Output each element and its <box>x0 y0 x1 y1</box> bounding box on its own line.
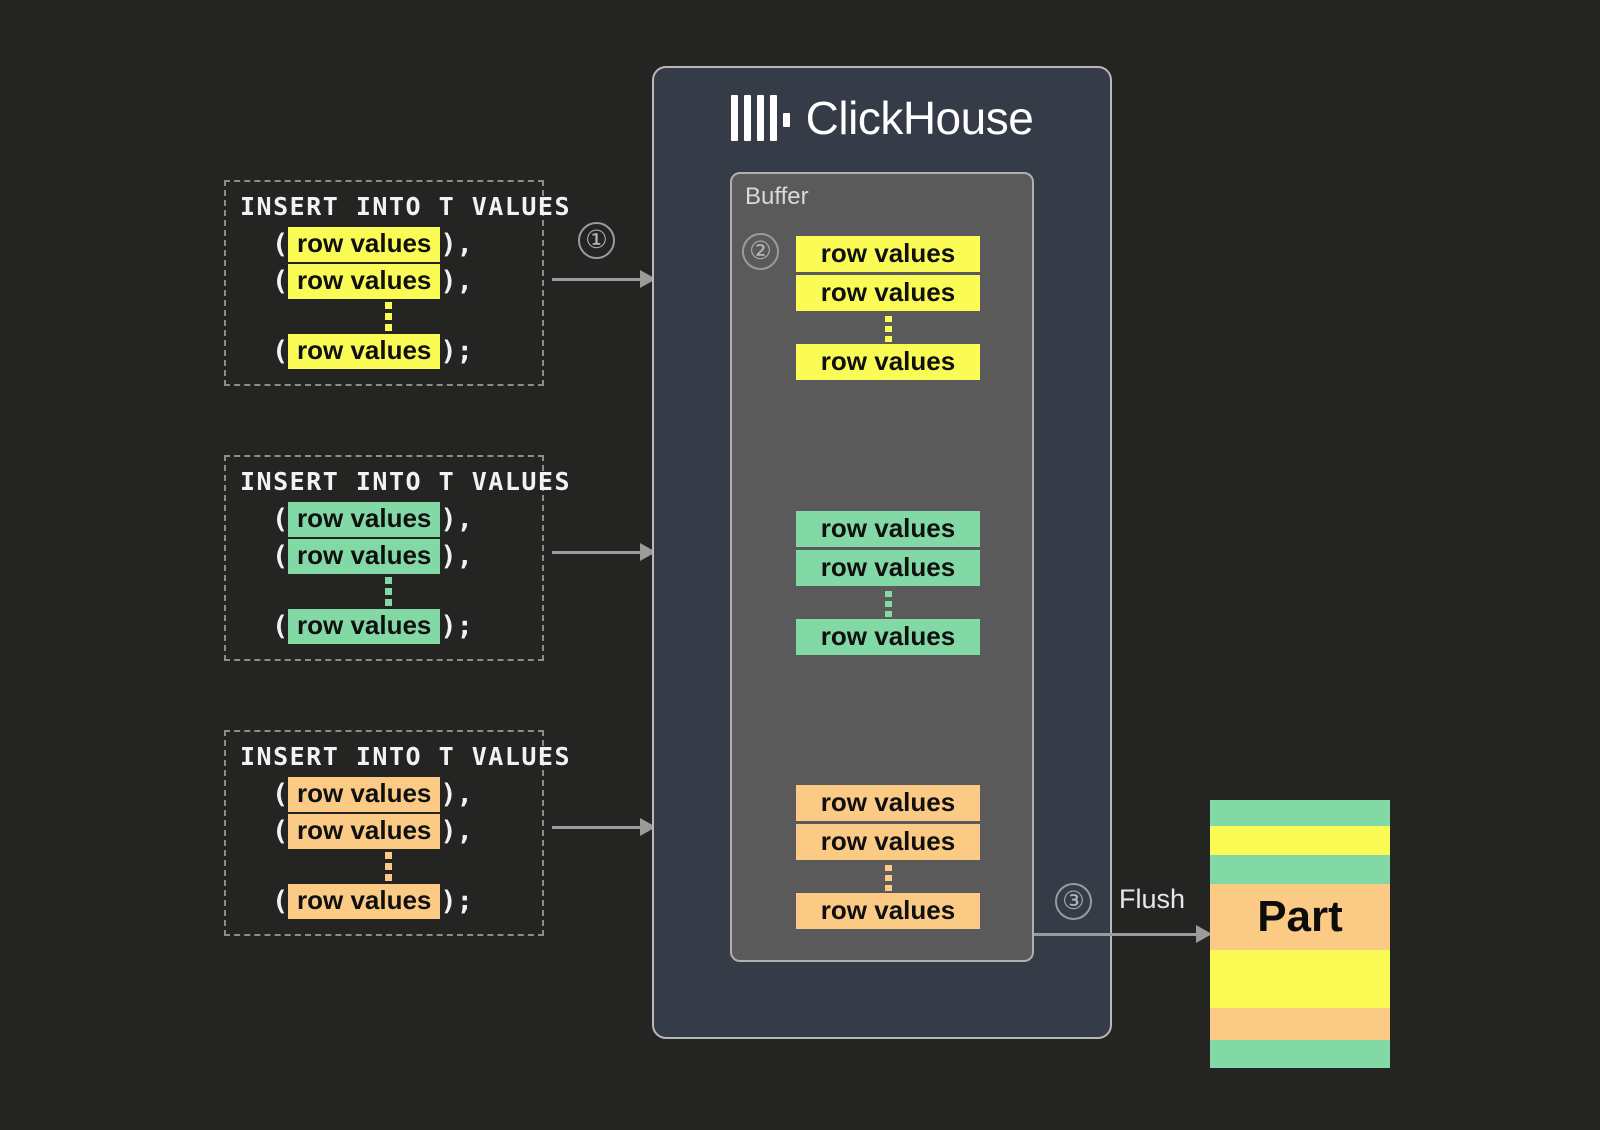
open-paren: ( <box>272 611 289 642</box>
insert-statement-header: INSERT INTO T VALUES <box>240 467 572 496</box>
row-values-chip: row values <box>288 777 441 812</box>
row-values-chip: row values <box>288 264 441 299</box>
row-values-chip: row values <box>288 609 441 644</box>
close-paren: ), <box>440 266 473 297</box>
buffer-row: row values <box>796 275 980 312</box>
close-paren: ), <box>440 541 473 572</box>
values-row: ( row values ), <box>272 776 528 813</box>
open-paren: ( <box>272 886 289 917</box>
open-paren: ( <box>272 816 289 847</box>
arrow-insert-2 <box>552 543 656 561</box>
insert-statement-block-3: INSERT INTO T VALUES ( row values ), ( r… <box>224 730 572 936</box>
vertical-ellipsis-icon <box>272 300 504 333</box>
arrow-flush <box>1034 925 1212 943</box>
values-row: ( row values ), <box>272 538 528 575</box>
buffer-row: row values <box>796 893 980 930</box>
insert-statement-block-1: INSERT INTO T VALUES ( row values ), ( r… <box>224 180 572 386</box>
open-paren: ( <box>272 504 289 535</box>
close-paren: ), <box>440 229 473 260</box>
close-paren: ); <box>440 611 473 642</box>
part-block: Part <box>1210 800 1390 1068</box>
open-paren: ( <box>272 229 289 260</box>
close-paren: ), <box>440 779 473 810</box>
buffer-row: row values <box>796 824 980 861</box>
values-row: ( row values ), <box>272 813 528 850</box>
insert-statement-header: INSERT INTO T VALUES <box>240 742 572 771</box>
clickhouse-logo-icon <box>730 95 790 141</box>
insert-statement-block-2: INSERT INTO T VALUES ( row values ), ( r… <box>224 455 572 661</box>
close-paren: ), <box>440 504 473 535</box>
row-values-chip: row values <box>288 227 441 262</box>
vertical-ellipsis-icon <box>272 575 504 608</box>
clickhouse-header: ClickHouse <box>654 68 1110 168</box>
close-paren: ); <box>440 886 473 917</box>
vertical-ellipsis-icon <box>796 863 980 893</box>
step-1-marker: ① <box>578 222 615 259</box>
arrow-insert-1 <box>552 270 656 288</box>
buffer-row: row values <box>796 344 980 381</box>
values-row: ( row values ); <box>272 883 528 920</box>
arrow-shaft <box>552 277 640 281</box>
open-paren: ( <box>272 336 289 367</box>
row-values-chip: row values <box>288 334 441 369</box>
vertical-ellipsis-icon <box>272 850 504 883</box>
values-row: ( row values ); <box>272 333 528 370</box>
buffer-label: Buffer <box>745 183 809 210</box>
insert-statement-header: INSERT INTO T VALUES <box>240 192 572 221</box>
part-stripe-yellow <box>1210 950 1390 1008</box>
buffer-row: row values <box>796 236 980 273</box>
part-stripe-yellow <box>1210 826 1390 855</box>
part-stripe-orange: Part <box>1210 884 1390 950</box>
row-values-chip: row values <box>288 502 441 537</box>
arrow-insert-3 <box>552 818 656 836</box>
buffer-row: row values <box>796 511 980 548</box>
buffer-row: row values <box>796 785 980 822</box>
values-row: ( row values ), <box>272 226 528 263</box>
flush-label: Flush <box>1119 884 1186 914</box>
open-paren: ( <box>272 541 289 572</box>
clickhouse-title: ClickHouse <box>805 92 1034 144</box>
row-values-chip: row values <box>288 539 441 574</box>
buffer-group-orange: row values row values row values <box>796 785 980 932</box>
arrow-shaft <box>552 825 640 829</box>
part-stripe-green <box>1210 1040 1390 1068</box>
part-stripe-green <box>1210 855 1390 884</box>
values-row: ( row values ), <box>272 501 528 538</box>
vertical-ellipsis-icon <box>796 589 980 619</box>
step-2-marker: ② <box>742 233 779 270</box>
row-values-chip: row values <box>288 884 441 919</box>
arrow-head <box>1196 925 1212 943</box>
vertical-ellipsis-icon <box>796 314 980 344</box>
close-paren: ), <box>440 816 473 847</box>
buffer-row: row values <box>796 550 980 587</box>
row-values-chip: row values <box>288 814 441 849</box>
buffer-panel: Buffer row values row values row values … <box>730 172 1034 962</box>
buffer-group-green: row values row values row values <box>796 511 980 658</box>
clickhouse-panel: ClickHouse Buffer row values row values … <box>652 66 1112 1039</box>
values-row: ( row values ), <box>272 263 528 300</box>
part-stripe-orange <box>1210 1008 1390 1040</box>
part-label: Part <box>1257 892 1343 941</box>
open-paren: ( <box>272 779 289 810</box>
open-paren: ( <box>272 266 289 297</box>
step-3-marker: ③ <box>1055 883 1092 920</box>
values-row: ( row values ); <box>272 608 528 645</box>
part-stripe-green <box>1210 800 1390 826</box>
buffer-row: row values <box>796 619 980 656</box>
close-paren: ); <box>440 336 473 367</box>
arrow-shaft <box>1034 932 1196 936</box>
buffer-group-yellow: row values row values row values <box>796 236 980 383</box>
arrow-shaft <box>552 550 640 554</box>
